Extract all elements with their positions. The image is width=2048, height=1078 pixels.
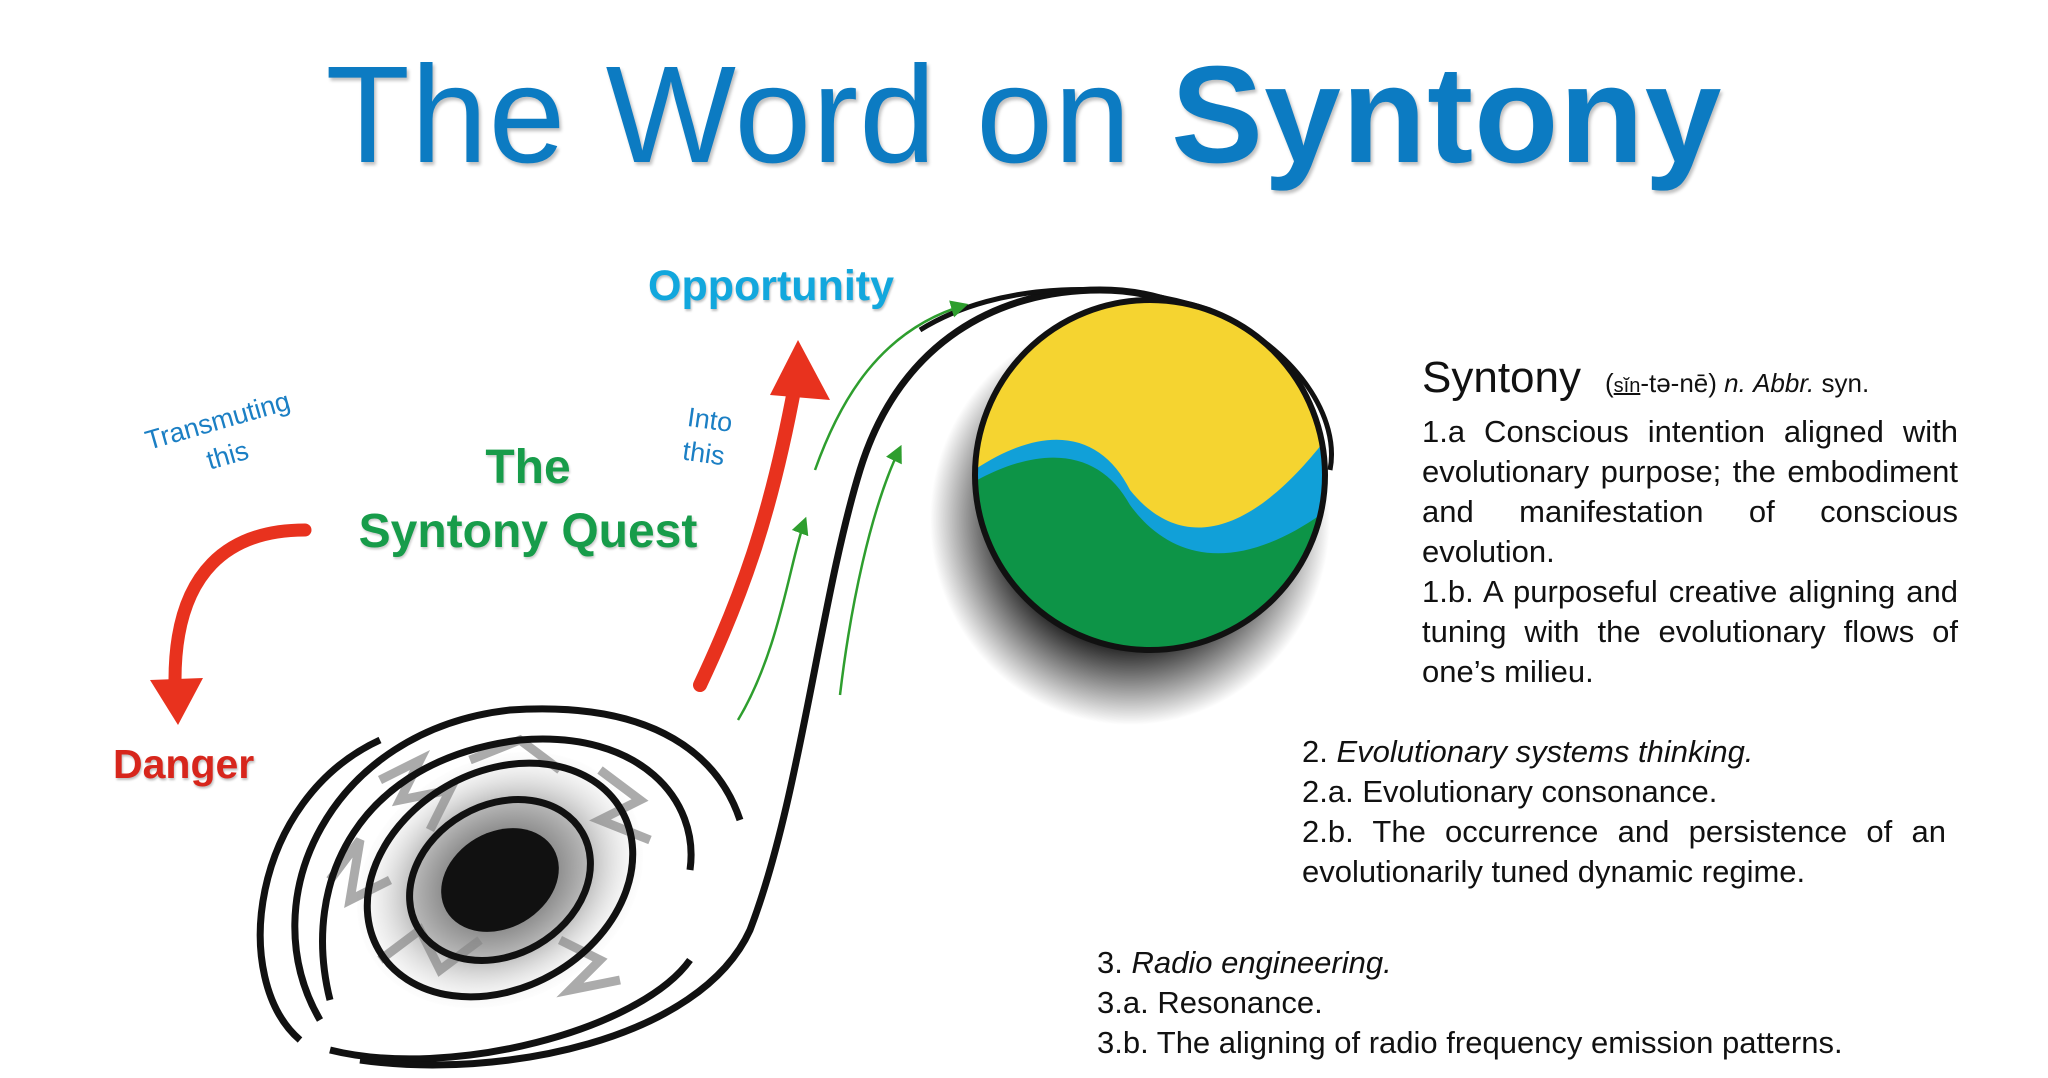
definition-block-1: Syntony (sĭn-tə-nē) n. Abbr. syn. 1.a Con…: [1422, 352, 1958, 692]
sense-1a: 1.a Conscious intention aligned with evo…: [1422, 414, 1958, 569]
red-up-arrow-icon: [693, 340, 830, 692]
sense-1b: 1.b. A purposeful creative aligning and …: [1422, 574, 1958, 689]
sense-3-domain: Radio engineering.: [1131, 945, 1392, 980]
definition-block-2: 2. Evolutionary systems thinking. 2.a. E…: [1302, 732, 1946, 892]
sense-2b: 2.b. The occurrence and persistence of a…: [1302, 814, 1946, 889]
abbr: syn.: [1821, 368, 1870, 398]
title-bold: Syntony: [1171, 38, 1723, 192]
into-line-2: this: [680, 435, 727, 472]
headword: Syntony: [1422, 353, 1581, 402]
pronunciation: (sĭn-tə-nē) n. Abbr. syn.: [1605, 368, 1869, 398]
red-down-arrow-icon: [150, 523, 312, 725]
syntony-quest-label: The Syntony Quest: [330, 436, 726, 564]
danger-label: Danger: [113, 741, 255, 787]
pron-rest: -tə-nē): [1640, 368, 1717, 398]
abbr-label: Abbr.: [1753, 368, 1815, 398]
sense-2a: 2.a. Evolutionary consonance.: [1302, 774, 1718, 809]
sense-3b: 3.b. The aligning of radio frequency emi…: [1097, 1025, 1843, 1060]
opportunity-label: Opportunity: [648, 262, 895, 310]
into-label: Into this: [681, 400, 735, 474]
pron-stress: sĭn: [1613, 375, 1641, 397]
sense-3-num: 3.: [1097, 945, 1132, 980]
sense-2-domain: Evolutionary systems thinking.: [1336, 734, 1754, 769]
sense-2-num: 2.: [1302, 734, 1337, 769]
quest-line-2: Syntony Quest: [358, 505, 698, 558]
pron-open: (: [1604, 368, 1614, 398]
definition-headword-row: Syntony (sĭn-tə-nē) n. Abbr. syn.: [1422, 352, 1958, 412]
quest-line-1: The: [485, 441, 571, 494]
page-title: The Word on Syntony: [0, 36, 2048, 195]
flow-arrows: [736, 300, 969, 721]
sense-3a: 3.a. Resonance.: [1097, 985, 1323, 1020]
part-of-speech: n.: [1724, 368, 1746, 398]
sense-3: 3. Radio engineering.: [1097, 943, 1997, 983]
title-plain: The Word on: [325, 38, 1172, 192]
definition-block-3: 3. Radio engineering. 3.a. Resonance. 3.…: [1097, 943, 1997, 1063]
sense-2: 2. Evolutionary systems thinking.: [1302, 732, 1946, 772]
